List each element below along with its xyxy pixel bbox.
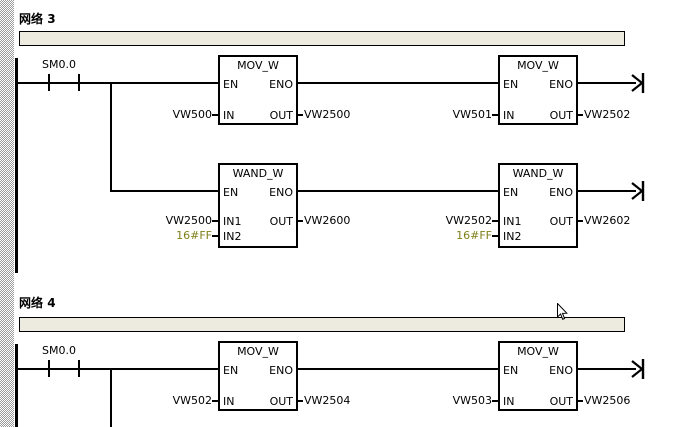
- operand-out-wand-w-1[interactable]: VW2600: [304, 214, 351, 227]
- wire-eno-mov3-to-mov4: [298, 368, 498, 370]
- stub-in-mov-w-1: [212, 114, 218, 116]
- pin-en-mov-w-4: EN: [503, 364, 519, 377]
- block-mov-w-2[interactable]: MOV_W EN ENO IN OUT: [498, 55, 578, 125]
- network-3-label: 网络: [19, 12, 44, 26]
- editor-left-gutter: [0, 0, 14, 427]
- operand-out-wand-w-2[interactable]: VW2602: [584, 214, 631, 227]
- network-3-title: 网络 3: [19, 10, 56, 27]
- pin-in-mov-w-2: IN: [503, 109, 515, 122]
- contact-no-right-bar-net4[interactable]: [78, 360, 80, 377]
- network-3-power-rail: [15, 58, 18, 273]
- wire-eno-mov1-to-mov2: [298, 82, 498, 84]
- pin-en-mov-w-1: EN: [223, 78, 239, 91]
- stub-in2-wand-w-2: [492, 235, 498, 237]
- pin-in1-wand-w-1: IN1: [223, 215, 242, 228]
- network-4-number: 4: [47, 296, 56, 310]
- pin-out-mov-w-3: OUT: [269, 395, 293, 408]
- block-mov-w-1[interactable]: MOV_W EN ENO IN OUT: [218, 55, 298, 125]
- network-4-comment-bar[interactable]: [19, 317, 625, 332]
- wire-eno-mov2-to-arrow: [578, 82, 636, 84]
- stub-in1-wand-w-1: [212, 220, 218, 222]
- pin-in1-wand-w-2: IN1: [503, 215, 522, 228]
- pin-en-mov-w-3: EN: [223, 364, 239, 377]
- stub-out-wand-w-2: [577, 220, 583, 222]
- pin-en-wand-w-1: EN: [223, 186, 239, 199]
- block-mov-w-3[interactable]: MOV_W EN ENO IN OUT: [218, 341, 298, 411]
- contact-label-sm00-net3: SM0.0: [42, 58, 76, 71]
- pin-eno-wand-w-1: ENO: [269, 186, 293, 199]
- continuation-arrow-net4-r1: [630, 358, 646, 380]
- operand-in2-wand-w-2[interactable]: 16#FF: [456, 229, 492, 242]
- stub-out-mov-w-3: [297, 400, 303, 402]
- pin-out-mov-w-1: OUT: [269, 109, 293, 122]
- block-title-mov-w-1: MOV_W: [237, 59, 279, 72]
- operand-in-mov-w-4[interactable]: VW503: [452, 394, 492, 407]
- operand-out-mov-w-3[interactable]: VW2504: [304, 394, 351, 407]
- contact-no-right-bar-net3[interactable]: [78, 74, 80, 91]
- branch-vertical-net4: [110, 368, 112, 427]
- pin-out-wand-w-2: OUT: [549, 215, 573, 228]
- wire-eno-mov4-to-arrow: [578, 368, 636, 370]
- pin-out-mov-w-4: OUT: [549, 395, 573, 408]
- pin-out-mov-w-2: OUT: [549, 109, 573, 122]
- stub-out-mov-w-1: [297, 114, 303, 116]
- block-title-mov-w-4: MOV_W: [517, 345, 559, 358]
- pin-eno-mov-w-2: ENO: [549, 78, 573, 91]
- stub-in-mov-w-3: [212, 400, 218, 402]
- contact-no-left-bar-net4[interactable]: [48, 360, 50, 377]
- operand-in-mov-w-1[interactable]: VW500: [172, 108, 212, 121]
- pin-eno-mov-w-4: ENO: [549, 364, 573, 377]
- block-title-wand-w-2: WAND_W: [512, 167, 564, 180]
- branch-wire-net3-r2-left: [110, 190, 218, 192]
- stub-in-mov-w-4: [492, 400, 498, 402]
- stub-in2-wand-w-1: [212, 235, 218, 237]
- pin-in2-wand-w-1: IN2: [223, 230, 242, 243]
- pin-in2-wand-w-2: IN2: [503, 230, 522, 243]
- stub-in1-wand-w-2: [492, 220, 498, 222]
- wire-eno-wand2-to-arrow: [578, 190, 636, 192]
- pin-in-mov-w-1: IN: [223, 109, 235, 122]
- stub-in-mov-w-2: [492, 114, 498, 116]
- network-4-label: 网络: [19, 296, 44, 310]
- block-title-mov-w-3: MOV_W: [237, 345, 279, 358]
- pin-eno-mov-w-1: ENO: [269, 78, 293, 91]
- operand-out-mov-w-4[interactable]: VW2506: [584, 394, 631, 407]
- operand-in1-wand-w-1[interactable]: VW2500: [165, 214, 212, 227]
- block-mov-w-4[interactable]: MOV_W EN ENO IN OUT: [498, 341, 578, 411]
- pin-en-mov-w-2: EN: [503, 78, 519, 91]
- operand-in-mov-w-2[interactable]: VW501: [452, 108, 492, 121]
- pin-eno-mov-w-3: ENO: [269, 364, 293, 377]
- continuation-arrow-net3-r1: [630, 72, 646, 94]
- block-title-mov-w-2: MOV_W: [517, 59, 559, 72]
- rung-wire-net3-r1-left: [15, 82, 218, 84]
- network-4-title: 网络 4: [19, 294, 56, 311]
- stub-out-mov-w-2: [577, 114, 583, 116]
- pin-in-mov-w-4: IN: [503, 395, 515, 408]
- block-title-wand-w-1: WAND_W: [232, 167, 284, 180]
- contact-label-sm00-net4: SM0.0: [42, 344, 76, 357]
- stub-out-wand-w-1: [297, 220, 303, 222]
- pin-en-wand-w-2: EN: [503, 186, 519, 199]
- rung-wire-net4-r1-left: [15, 368, 218, 370]
- block-wand-w-2[interactable]: WAND_W EN ENO IN1 OUT IN2: [498, 163, 578, 248]
- operand-in1-wand-w-2[interactable]: VW2502: [445, 214, 492, 227]
- stub-out-mov-w-4: [577, 400, 583, 402]
- operand-out-mov-w-1[interactable]: VW2500: [304, 108, 351, 121]
- operand-out-mov-w-2[interactable]: VW2502: [584, 108, 631, 121]
- block-wand-w-1[interactable]: WAND_W EN ENO IN1 OUT IN2: [218, 163, 298, 248]
- continuation-arrow-net3-r2: [630, 180, 646, 202]
- network-3-number: 3: [47, 12, 56, 26]
- pin-in-mov-w-3: IN: [223, 395, 235, 408]
- branch-vertical-net3: [110, 82, 112, 192]
- pin-out-wand-w-1: OUT: [269, 215, 293, 228]
- network-4-power-rail: [15, 344, 18, 427]
- pin-eno-wand-w-2: ENO: [549, 186, 573, 199]
- operand-in2-wand-w-1[interactable]: 16#FF: [176, 229, 212, 242]
- operand-in-mov-w-3[interactable]: VW502: [172, 394, 212, 407]
- network-3-comment-bar[interactable]: [19, 31, 625, 46]
- wire-eno-wand1-to-wand2: [298, 190, 498, 192]
- contact-no-left-bar-net3[interactable]: [48, 74, 50, 91]
